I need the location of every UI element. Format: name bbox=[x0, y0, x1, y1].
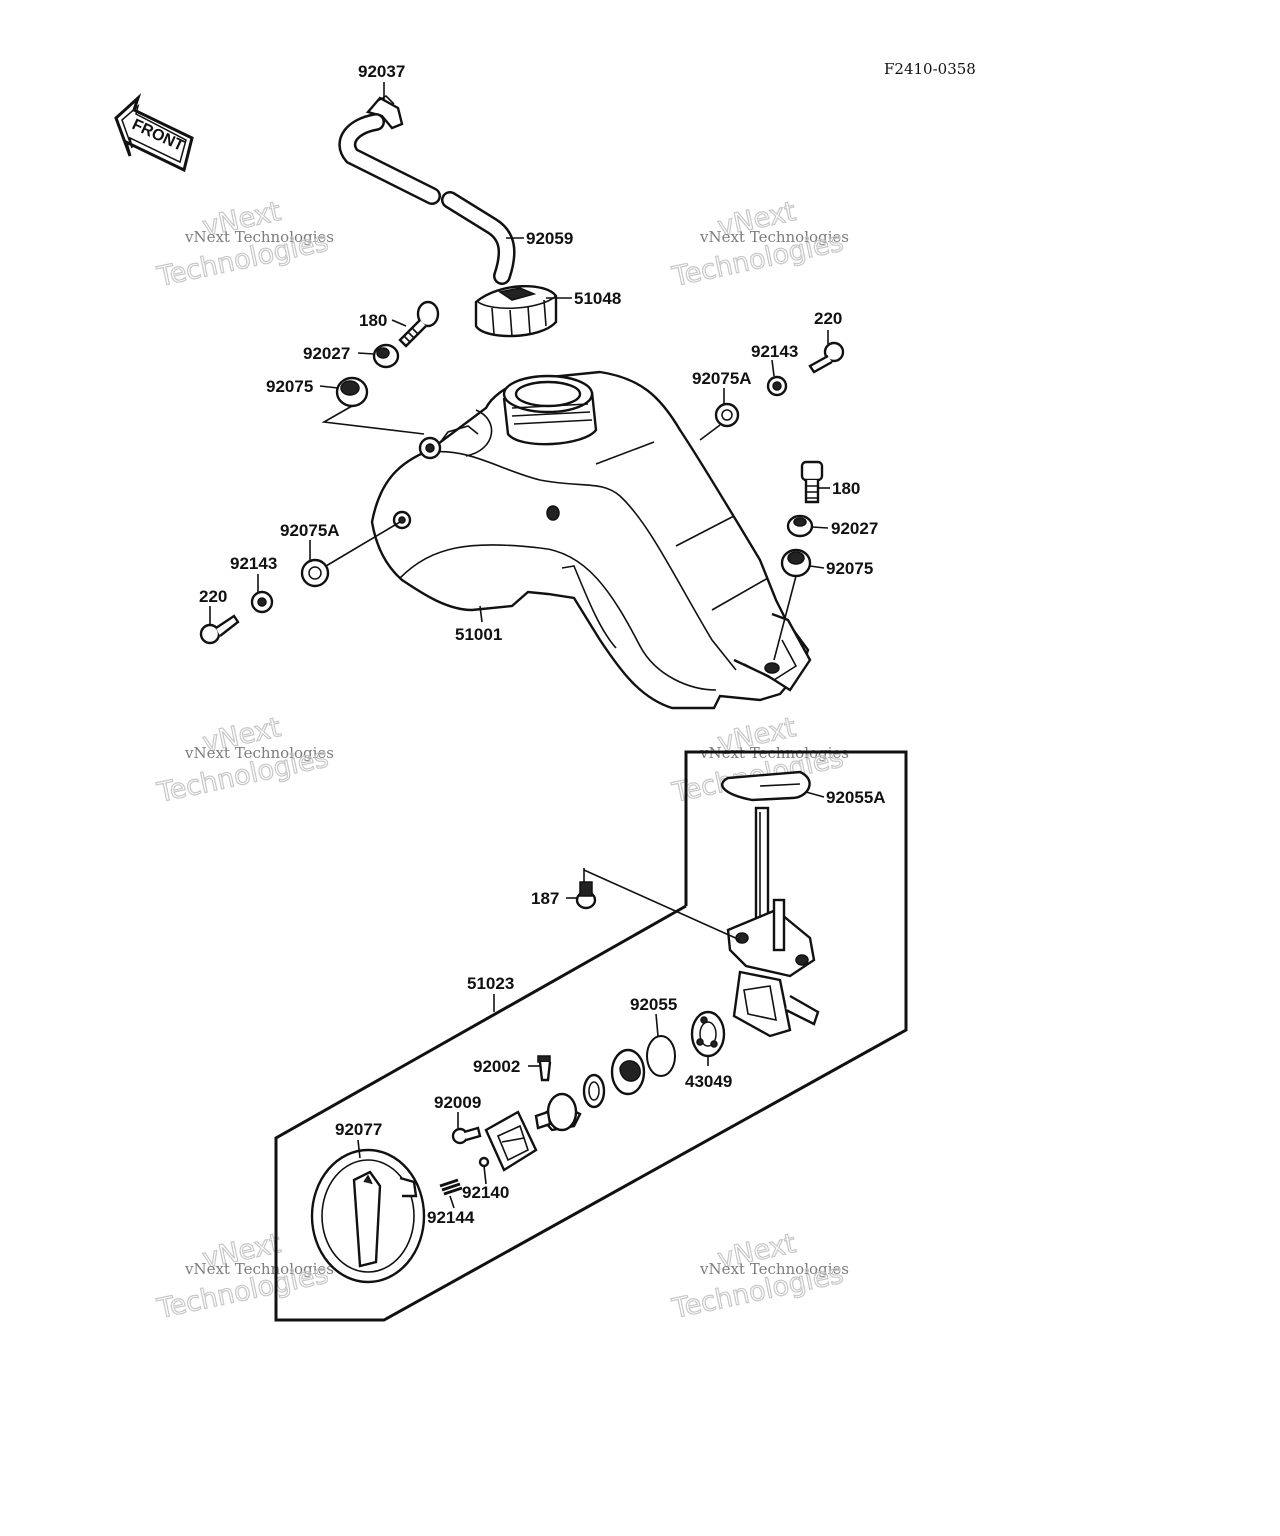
watermark-text: vNext Technologies bbox=[184, 744, 334, 762]
label-220-left: 220 bbox=[199, 587, 227, 606]
label-92075A-right: 92075A bbox=[692, 369, 752, 388]
damper-92075-right bbox=[780, 548, 812, 578]
label-92037: 92037 bbox=[358, 62, 405, 81]
label-92009: 92009 bbox=[434, 1093, 481, 1112]
label-220-right: 220 bbox=[814, 309, 842, 328]
label-187: 187 bbox=[531, 889, 559, 908]
collar-92027-left bbox=[372, 343, 400, 369]
fuel-cap-51048 bbox=[474, 285, 558, 338]
fuel-cock-assembly-box bbox=[274, 750, 908, 1322]
washer-92143-right bbox=[766, 375, 788, 397]
watermark-text: vNext Technologies bbox=[184, 228, 334, 246]
knob-92077 bbox=[310, 1148, 426, 1284]
bolt-180-right bbox=[800, 460, 824, 504]
label-92140: 92140 bbox=[462, 1183, 509, 1202]
bolt-180-left bbox=[398, 300, 440, 348]
watermark-text: vNext Technologies bbox=[699, 1260, 849, 1278]
watermark-text: vNext Technologies bbox=[184, 1260, 334, 1278]
fuel-cock-body bbox=[726, 806, 820, 1038]
label-92027-right: 92027 bbox=[831, 519, 878, 538]
spring-92144 bbox=[439, 1178, 463, 1196]
collar-92027-right bbox=[786, 514, 814, 538]
label-92059: 92059 bbox=[526, 229, 573, 248]
screw-92002 bbox=[537, 1055, 552, 1082]
ball-92140 bbox=[478, 1156, 490, 1168]
label-92055: 92055 bbox=[630, 995, 677, 1014]
label-92027-left: 92027 bbox=[303, 344, 350, 363]
leader-lines-upper bbox=[209, 82, 830, 661]
label-92143-right: 92143 bbox=[751, 342, 798, 361]
label-92002: 92002 bbox=[473, 1057, 520, 1076]
gasket-92055A bbox=[721, 770, 811, 802]
bolt-220-right bbox=[808, 341, 845, 374]
label-92075A-left: 92075A bbox=[280, 521, 340, 540]
fuel-tank-51001 bbox=[370, 370, 812, 710]
lever-shaft bbox=[534, 1092, 582, 1132]
label-92143-left: 92143 bbox=[230, 554, 277, 573]
breather-hose-92059 bbox=[338, 113, 516, 285]
label-51023: 51023 bbox=[467, 974, 514, 993]
gasket-43049 bbox=[690, 1010, 726, 1058]
damper-92075-left bbox=[335, 376, 369, 408]
label-92055A: 92055A bbox=[826, 788, 886, 807]
front-arrow-icon: FRONT bbox=[114, 93, 194, 173]
screw-187 bbox=[575, 881, 597, 910]
label-92077: 92077 bbox=[335, 1120, 382, 1139]
reference-code: F2410-0358 bbox=[884, 60, 976, 78]
bolt-220-left bbox=[199, 614, 240, 645]
label-43049: 43049 bbox=[685, 1072, 732, 1091]
o-ring-small bbox=[582, 1073, 606, 1109]
label-51001: 51001 bbox=[455, 625, 502, 644]
label-92144: 92144 bbox=[427, 1208, 475, 1227]
watermark-text: vNext Technologies bbox=[699, 228, 849, 246]
damper-92075A-left bbox=[300, 558, 330, 588]
label-92075-right: 92075 bbox=[826, 559, 873, 578]
damper-92075A-right bbox=[714, 402, 740, 428]
screw-92009 bbox=[451, 1126, 482, 1145]
o-ring-92055 bbox=[646, 1035, 676, 1077]
label-180-left: 180 bbox=[359, 311, 387, 330]
washer-92143-left bbox=[250, 590, 274, 614]
part-labels: 92037 92059 51048 180 92027 92075 220 92… bbox=[199, 62, 886, 1227]
label-180-right: 180 bbox=[832, 479, 860, 498]
label-92075-left: 92075 bbox=[266, 377, 313, 396]
lever-packing bbox=[610, 1048, 646, 1096]
leader-lines-lower bbox=[357, 791, 825, 1209]
plate-92009 bbox=[484, 1110, 538, 1172]
label-51048: 51048 bbox=[574, 289, 621, 308]
